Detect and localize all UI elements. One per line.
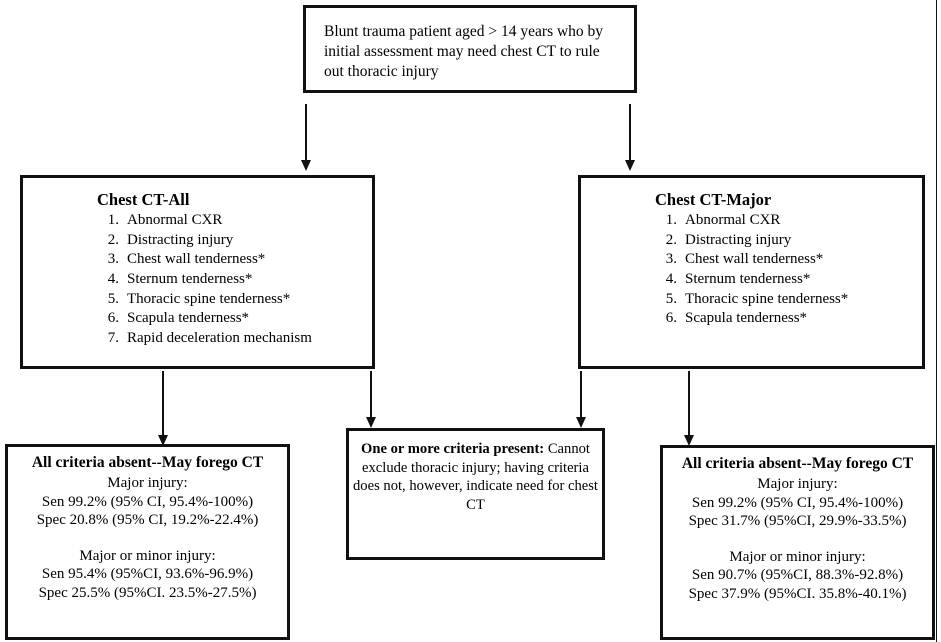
- list-item-label: Thoracic spine tenderness*: [685, 290, 849, 307]
- result-box-right: All criteria absent--May forego CT Major…: [660, 445, 935, 640]
- list-item: 7. Rapid deceleration mechanism: [97, 329, 372, 349]
- result-stat-sen: Sen 99.2% (95% CI, 95.4%-100%): [691, 494, 904, 511]
- list-item: 4. Sternum tenderness*: [655, 270, 922, 290]
- top-entry-text: Blunt trauma patient aged > 14 years who…: [324, 23, 604, 81]
- list-item: 6. Scapula tenderness*: [97, 309, 372, 329]
- result-stat-sen: Sen 99.2% (95% CI, 95.4%-100%): [41, 493, 254, 510]
- list-item: 2. Distracting injury: [655, 231, 922, 251]
- result-box-left: All criteria absent--May forego CT Major…: [5, 444, 290, 640]
- list-item-label: Sternum tenderness*: [685, 270, 811, 287]
- list-item-label: Abnormal CXR: [127, 212, 223, 228]
- list-item: 2. Distracting injury: [97, 231, 372, 251]
- criteria-title-chest-ct-all: Chest CT-All: [97, 190, 190, 209]
- result-stat-spec: Spec 20.8% (95% CI, 19.2%-22.4%): [36, 512, 259, 529]
- list-item-number: 2.: [665, 231, 677, 248]
- list-item-number: 6.: [665, 310, 677, 327]
- result-group-label-major: Major injury:: [757, 475, 838, 492]
- criteria-list-chest-ct-all: 1. Abnormal CXR 2. Distracting injury 3. Ch…: [23, 211, 372, 348]
- list-item-number: 1.: [107, 212, 119, 228]
- result-stat-sen: Sen 95.4% (95%CI, 93.6%-96.9%): [41, 566, 254, 583]
- list-item: 3. Chest wall tenderness*: [655, 250, 922, 270]
- list-item: 6. Scapula tenderness*: [655, 309, 922, 329]
- criteria-title-chest-ct-major: Chest CT-Major: [655, 190, 772, 209]
- result-group-label-major: Major injury:: [107, 474, 188, 491]
- list-item-number: 2.: [107, 231, 119, 248]
- list-item-label: Rapid deceleration mechanism: [127, 329, 312, 346]
- list-item-number: 4.: [665, 270, 677, 287]
- result-group-label-major-or-minor: Major or minor injury:: [729, 548, 866, 565]
- criteria-box-chest-ct-all: Chest CT-All 1. Abnormal CXR 2. Distractin…: [20, 175, 375, 369]
- list-item-label: Scapula tenderness*: [685, 310, 808, 327]
- list-item: 5. Thoracic spine tenderness*: [655, 290, 922, 310]
- list-item-label: Scapula tenderness*: [127, 310, 250, 327]
- list-item: 5. Thoracic spine tenderness*: [97, 290, 372, 310]
- result-title-right: All criteria absent--May forego CT: [681, 455, 914, 472]
- result-title-left: All criteria absent--May forego CT: [31, 454, 264, 471]
- result-stat-sen: Sen 90.7% (95%CI, 88.3%-92.8%): [691, 567, 904, 584]
- list-item: 1. Abnormal CXR: [655, 211, 922, 231]
- list-item-label: Distracting injury: [685, 231, 792, 248]
- page-border-rule: [936, 0, 937, 642]
- list-item: 3. Chest wall tenderness*: [97, 250, 372, 270]
- list-item-number: 3.: [107, 251, 119, 268]
- list-item-label: Chest wall tenderness*: [685, 251, 824, 268]
- list-item: 1. Abnormal CXR: [97, 211, 372, 231]
- result-stat-spec: Spec 25.5% (95%CI. 23.5%-27.5%): [38, 584, 257, 601]
- list-item-label: Thoracic spine tenderness*: [127, 290, 291, 307]
- list-item-number: 5.: [665, 290, 677, 307]
- list-item-number: 1.: [665, 212, 677, 228]
- list-item-label: Abnormal CXR: [685, 212, 781, 228]
- list-item-label: Distracting injury: [127, 231, 234, 248]
- top-entry-box: Blunt trauma patient aged > 14 years who…: [303, 5, 637, 93]
- list-item: 4. Sternum tenderness*: [97, 270, 372, 290]
- result-stat-spec: Spec 31.7% (95%CI, 29.9%-33.5%): [688, 513, 907, 530]
- list-item-number: 6.: [107, 310, 119, 327]
- result-spacer: [8, 530, 287, 547]
- result-center-rest: Cannot exclude thoracic injury; having c…: [353, 441, 598, 514]
- list-item-number: 5.: [107, 290, 119, 307]
- result-group-label-major-or-minor: Major or minor injury:: [79, 547, 216, 564]
- criteria-list-chest-ct-major: 1. Abnormal CXR 2. Distracting injury 3. Ch…: [581, 211, 922, 329]
- result-box-center: One or more criteria present: Cannot exc…: [346, 428, 605, 560]
- result-center-lead: One or more criteria present:: [361, 441, 545, 457]
- list-item-label: Sternum tenderness*: [127, 270, 253, 287]
- criteria-box-chest-ct-major: Chest CT-Major 1. Abnormal CXR 2. Distract…: [578, 175, 925, 369]
- result-center-text: One or more criteria present: Cannot exc…: [353, 440, 598, 515]
- list-item-number: 3.: [665, 251, 677, 268]
- list-item-label: Chest wall tenderness*: [127, 251, 266, 268]
- list-item-number: 4.: [107, 270, 119, 287]
- list-item-number: 7.: [107, 329, 119, 346]
- result-spacer: [663, 531, 932, 548]
- result-stat-spec: Spec 37.9% (95%CI. 35.8%-40.1%): [688, 585, 907, 602]
